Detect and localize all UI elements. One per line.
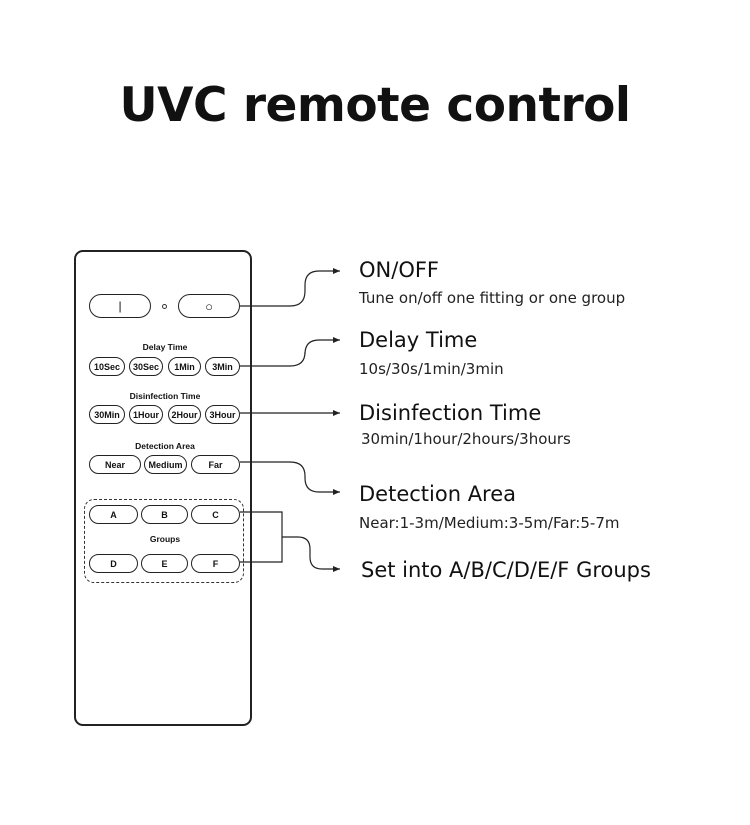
delay-description: 10s/30s/1min/3min	[359, 360, 504, 378]
onoff-heading: ON/OFF	[359, 258, 440, 282]
power-off-button[interactable]: ○	[178, 294, 240, 318]
detection-far-button[interactable]: Far	[191, 455, 240, 474]
group-b-button[interactable]: B	[141, 505, 188, 524]
groups-frame	[84, 499, 244, 583]
disinfection-description: 30min/1hour/2hours/3hours	[361, 430, 571, 448]
detection-heading: Detection Area	[359, 482, 517, 506]
indicator-led	[162, 304, 167, 309]
detection-near-button[interactable]: Near	[89, 455, 141, 474]
group-f-button[interactable]: F	[191, 554, 240, 573]
detection-area-label: Detection Area	[135, 441, 195, 451]
page-title: UVC remote control	[119, 78, 631, 133]
group-a-button[interactable]: A	[89, 505, 138, 524]
power-on-button[interactable]: |	[89, 294, 151, 318]
detection-medium-button[interactable]: Medium	[144, 455, 187, 474]
power-on-symbol: |	[118, 299, 122, 313]
disinfection-2hour-button[interactable]: 2Hour	[168, 405, 201, 424]
delay-heading: Delay Time	[359, 328, 478, 352]
connector-onoff	[240, 268, 340, 307]
delay-3min-button[interactable]: 3Min	[205, 357, 240, 376]
onoff-description: Tune on/off one fitting or one group	[359, 289, 626, 307]
delay-1min-button[interactable]: 1Min	[168, 357, 201, 376]
connector-delay	[240, 337, 340, 367]
detection-description: Near:1-3m/Medium:3-5m/Far:5-7m	[359, 514, 620, 532]
delay-10sec-button[interactable]: 10Sec	[89, 357, 125, 376]
group-c-button[interactable]: C	[191, 505, 240, 524]
delay-time-label: Delay Time	[142, 342, 188, 352]
disinfection-heading: Disinfection Time	[359, 401, 542, 425]
disinfection-3hour-button[interactable]: 3Hour	[205, 405, 240, 424]
connector-groups	[240, 511, 340, 569]
groups-heading: Set into A/B/C/D/E/F Groups	[361, 558, 651, 582]
group-d-button[interactable]: D	[89, 554, 138, 573]
remote-control: | ○ Delay Time 10Sec 30Sec 1Min 3Min Dis…	[74, 250, 252, 726]
groups-label: Groups	[149, 534, 181, 544]
disinfection-30min-button[interactable]: 30Min	[89, 405, 125, 424]
power-off-symbol: ○	[205, 298, 213, 314]
disinfection-time-label: Disinfection Time	[129, 391, 201, 401]
group-e-button[interactable]: E	[141, 554, 188, 573]
connector-detection	[240, 461, 340, 495]
disinfection-1hour-button[interactable]: 1Hour	[129, 405, 163, 424]
delay-30sec-button[interactable]: 30Sec	[129, 357, 163, 376]
